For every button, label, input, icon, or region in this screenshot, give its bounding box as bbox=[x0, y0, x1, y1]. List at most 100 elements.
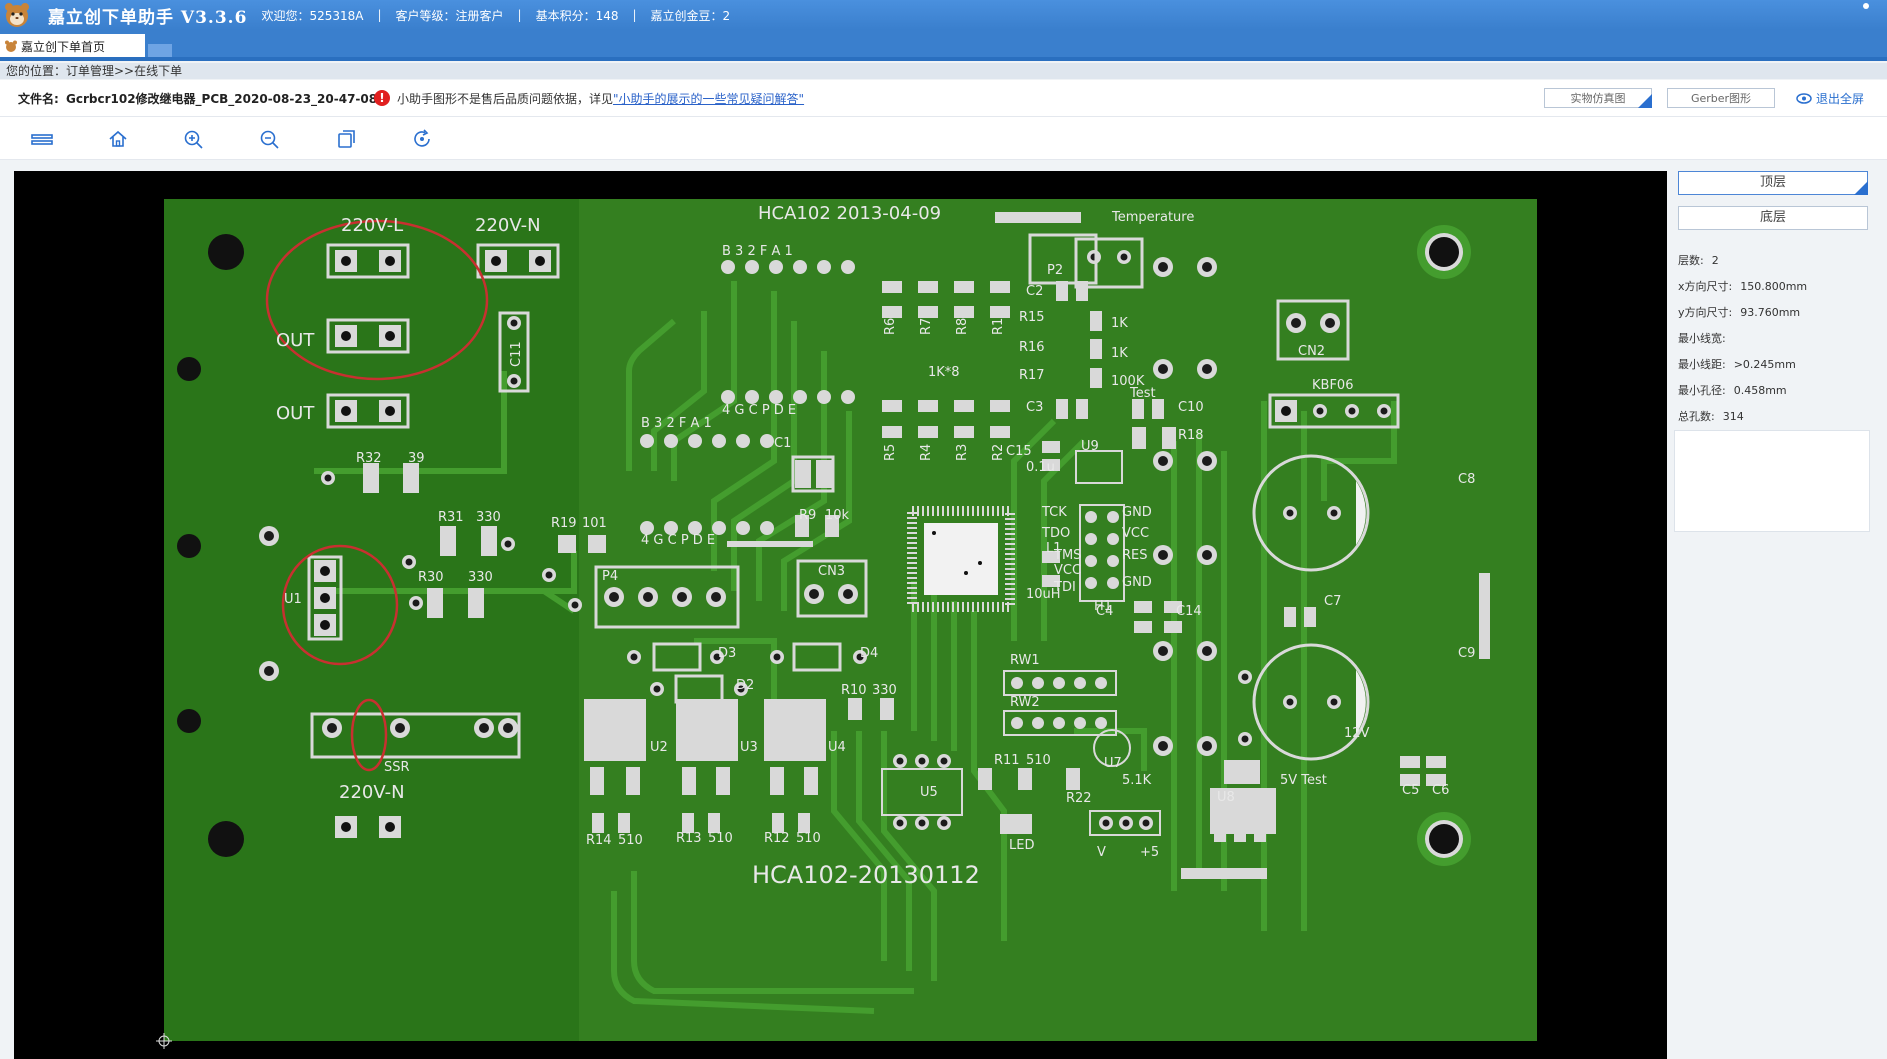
golden-beans: 嘉立创金豆：2 bbox=[650, 8, 731, 23]
prop-value: 314 bbox=[1722, 410, 1744, 423]
pcb-label-r18: R18 bbox=[1178, 428, 1204, 443]
pcb-label-r14: R14 bbox=[586, 833, 612, 848]
pcb-label-c3: C3 bbox=[1026, 400, 1043, 415]
prop-x-size: x方向尺寸: 150.800mm bbox=[1678, 278, 1807, 294]
high-voltage-area bbox=[164, 199, 579, 1041]
refresh-icon[interactable] bbox=[412, 129, 434, 149]
settings-icon[interactable] bbox=[1859, 2, 1873, 16]
pcb-label-r7: R7 bbox=[919, 318, 934, 335]
pcb-label-jtag-bot: 4 G C P D E bbox=[722, 403, 796, 418]
exit-fullscreen-label: 退出全屏 bbox=[1816, 92, 1865, 106]
pcb-label-r11-val: 510 bbox=[1026, 753, 1051, 768]
points: 基本积分：148 bbox=[535, 8, 619, 23]
prop-value: 93.760mm bbox=[1740, 306, 1801, 319]
home-icon[interactable] bbox=[107, 129, 129, 149]
prop-value: 150.800mm bbox=[1740, 280, 1808, 293]
pcb-label-r9-val: 10k bbox=[825, 508, 850, 523]
pcb-label-tdo: TDO bbox=[1041, 526, 1070, 541]
pcb-label-u1: U1 bbox=[284, 592, 302, 607]
prop-value: >0.245mm bbox=[1733, 358, 1796, 371]
pcb-label-out1: OUT bbox=[276, 330, 315, 351]
selected-corner-icon bbox=[1638, 94, 1652, 108]
pcb-label-plus5: +5 bbox=[1140, 845, 1159, 860]
breadcrumb: 您的位置：订单管理>>在线下单 bbox=[0, 63, 1887, 79]
top-layer-button[interactable]: 顶层 bbox=[1678, 171, 1868, 195]
pcb-label-led: LED bbox=[1009, 838, 1034, 853]
tab-bar: 嘉立创下单首页 bbox=[0, 30, 1887, 58]
pcb-label-rw1: RW1 bbox=[1010, 653, 1040, 668]
pcb-label-r10: R10 bbox=[841, 683, 867, 698]
zoom-out-icon[interactable] bbox=[259, 129, 281, 149]
simulation-view-button[interactable]: 实物仿真图 bbox=[1544, 88, 1652, 108]
origin-crosshair-icon bbox=[156, 1033, 172, 1049]
bottom-layer-button[interactable]: 底层 bbox=[1678, 206, 1868, 230]
hamster-logo-icon bbox=[2, 2, 34, 28]
info-box bbox=[1674, 430, 1870, 532]
pcb-label-v: V bbox=[1097, 845, 1106, 860]
pcb-label-tck: TCK bbox=[1041, 505, 1067, 520]
zoom-in-icon[interactable] bbox=[183, 129, 205, 149]
copper-traces bbox=[314, 281, 1397, 1014]
pcb-label-5-1k: 5.1K bbox=[1122, 773, 1152, 788]
pcb-label-1k-a: 1K bbox=[1111, 316, 1128, 331]
pcb-label-u4: U4 bbox=[828, 740, 846, 755]
copy-icon[interactable] bbox=[336, 129, 358, 149]
pcb-label-1k-b: 1K bbox=[1111, 346, 1128, 361]
faq-link[interactable]: "小助手的展示的一些常见疑问解答" bbox=[613, 92, 805, 106]
pcb-label-u7: U7 bbox=[1104, 756, 1122, 771]
title-bar: 嘉立创下单助手 V3.3.6 欢迎您：525318A | 客户等级：注册客户 |… bbox=[0, 0, 1887, 30]
pcb-label-jtag2-bot: 4 G C P D E bbox=[641, 533, 715, 548]
prop-label: 总孔数: bbox=[1678, 410, 1715, 423]
pcb-label-r4: R4 bbox=[919, 444, 934, 461]
prop-label: 最小孔径: bbox=[1678, 384, 1726, 397]
gerber-view-button[interactable]: Gerber图形 bbox=[1667, 88, 1775, 108]
pcb-label-d3: D3 bbox=[718, 646, 736, 661]
pcb-label-12v: 12V bbox=[1344, 726, 1370, 741]
pcb-label-u2: U2 bbox=[650, 740, 668, 755]
pcb-label-l1: L1 bbox=[1046, 541, 1062, 556]
exit-fullscreen-button[interactable]: 退出全屏 bbox=[1796, 90, 1864, 107]
pcb-label-220v-n: 220V-N bbox=[475, 215, 541, 236]
top-layer-label: 顶层 bbox=[1759, 175, 1786, 190]
pcb-label-5v-test: 5V Test bbox=[1280, 773, 1327, 788]
prop-label: 最小线宽: bbox=[1678, 332, 1726, 345]
pcb-label-1k8: 1K*8 bbox=[928, 365, 960, 380]
pcb-label-tms: TMS bbox=[1053, 548, 1081, 563]
pcb-label-vcc: VCC bbox=[1122, 526, 1149, 541]
pcb-label-r14-val: 510 bbox=[618, 833, 643, 848]
pcb-label-r6: R6 bbox=[883, 318, 898, 335]
silkscreen: 220V-L 220V-N OUT OUT 220V-N HCA102 2013… bbox=[276, 203, 980, 889]
pcb-label-r32: R32 bbox=[356, 451, 382, 466]
pcb-label-p2: P2 bbox=[1047, 263, 1063, 278]
pcb-label-r1: R1 bbox=[991, 318, 1006, 335]
breadcrumb-text: 您的位置：订单管理>>在线下单 bbox=[6, 64, 183, 78]
pcb-label-r13: R13 bbox=[676, 831, 702, 846]
prop-value: 0.458mm bbox=[1733, 384, 1787, 397]
pcb-label-r19: R19 bbox=[551, 516, 577, 531]
pcb-label-d4: D4 bbox=[860, 646, 878, 661]
prop-min-hole: 最小孔径: 0.458mm bbox=[1678, 382, 1787, 398]
pcb-label-c15-val: 0.1u bbox=[1026, 460, 1055, 475]
annotation-circles bbox=[265, 219, 489, 772]
new-tab-button[interactable] bbox=[148, 44, 172, 58]
pcb-label-r9: R9 bbox=[799, 508, 816, 523]
prop-label: y方向尺寸: bbox=[1678, 306, 1733, 319]
properties-panel: 顶层 底层 层数:2 x方向尺寸:150.800mm y方向尺寸:93.760m… bbox=[1672, 171, 1872, 1059]
eye-icon bbox=[1796, 93, 1812, 104]
prop-min-width: 最小线宽: bbox=[1678, 330, 1734, 346]
pcb-label-u5: U5 bbox=[920, 785, 938, 800]
prop-y-size: y方向尺寸: 93.760mm bbox=[1678, 304, 1800, 320]
pcb-label-c14: C14 bbox=[1176, 604, 1202, 619]
viewer-toolbar bbox=[0, 117, 1887, 160]
pcb-label-gnd: GND bbox=[1122, 505, 1152, 520]
pcb-label-r31: R31 bbox=[438, 510, 464, 525]
tab-home[interactable]: 嘉立创下单首页 bbox=[0, 34, 145, 58]
prop-label: x方向尺寸: bbox=[1678, 280, 1733, 293]
pcb-canvas[interactable]: 220V-L 220V-N OUT OUT 220V-N HCA102 2013… bbox=[14, 171, 1667, 1059]
pcb-label-hca-bottom: HCA102-20130112 bbox=[752, 861, 980, 889]
simulation-label: 实物仿真图 bbox=[1570, 92, 1626, 105]
pcb-label-temperature: Temperature bbox=[1111, 210, 1194, 225]
bottom-layer-label: 底层 bbox=[1759, 210, 1786, 225]
pcb-label-jtag-top: B 3 2 F A 1 bbox=[722, 244, 793, 259]
layers-icon[interactable] bbox=[31, 129, 53, 149]
